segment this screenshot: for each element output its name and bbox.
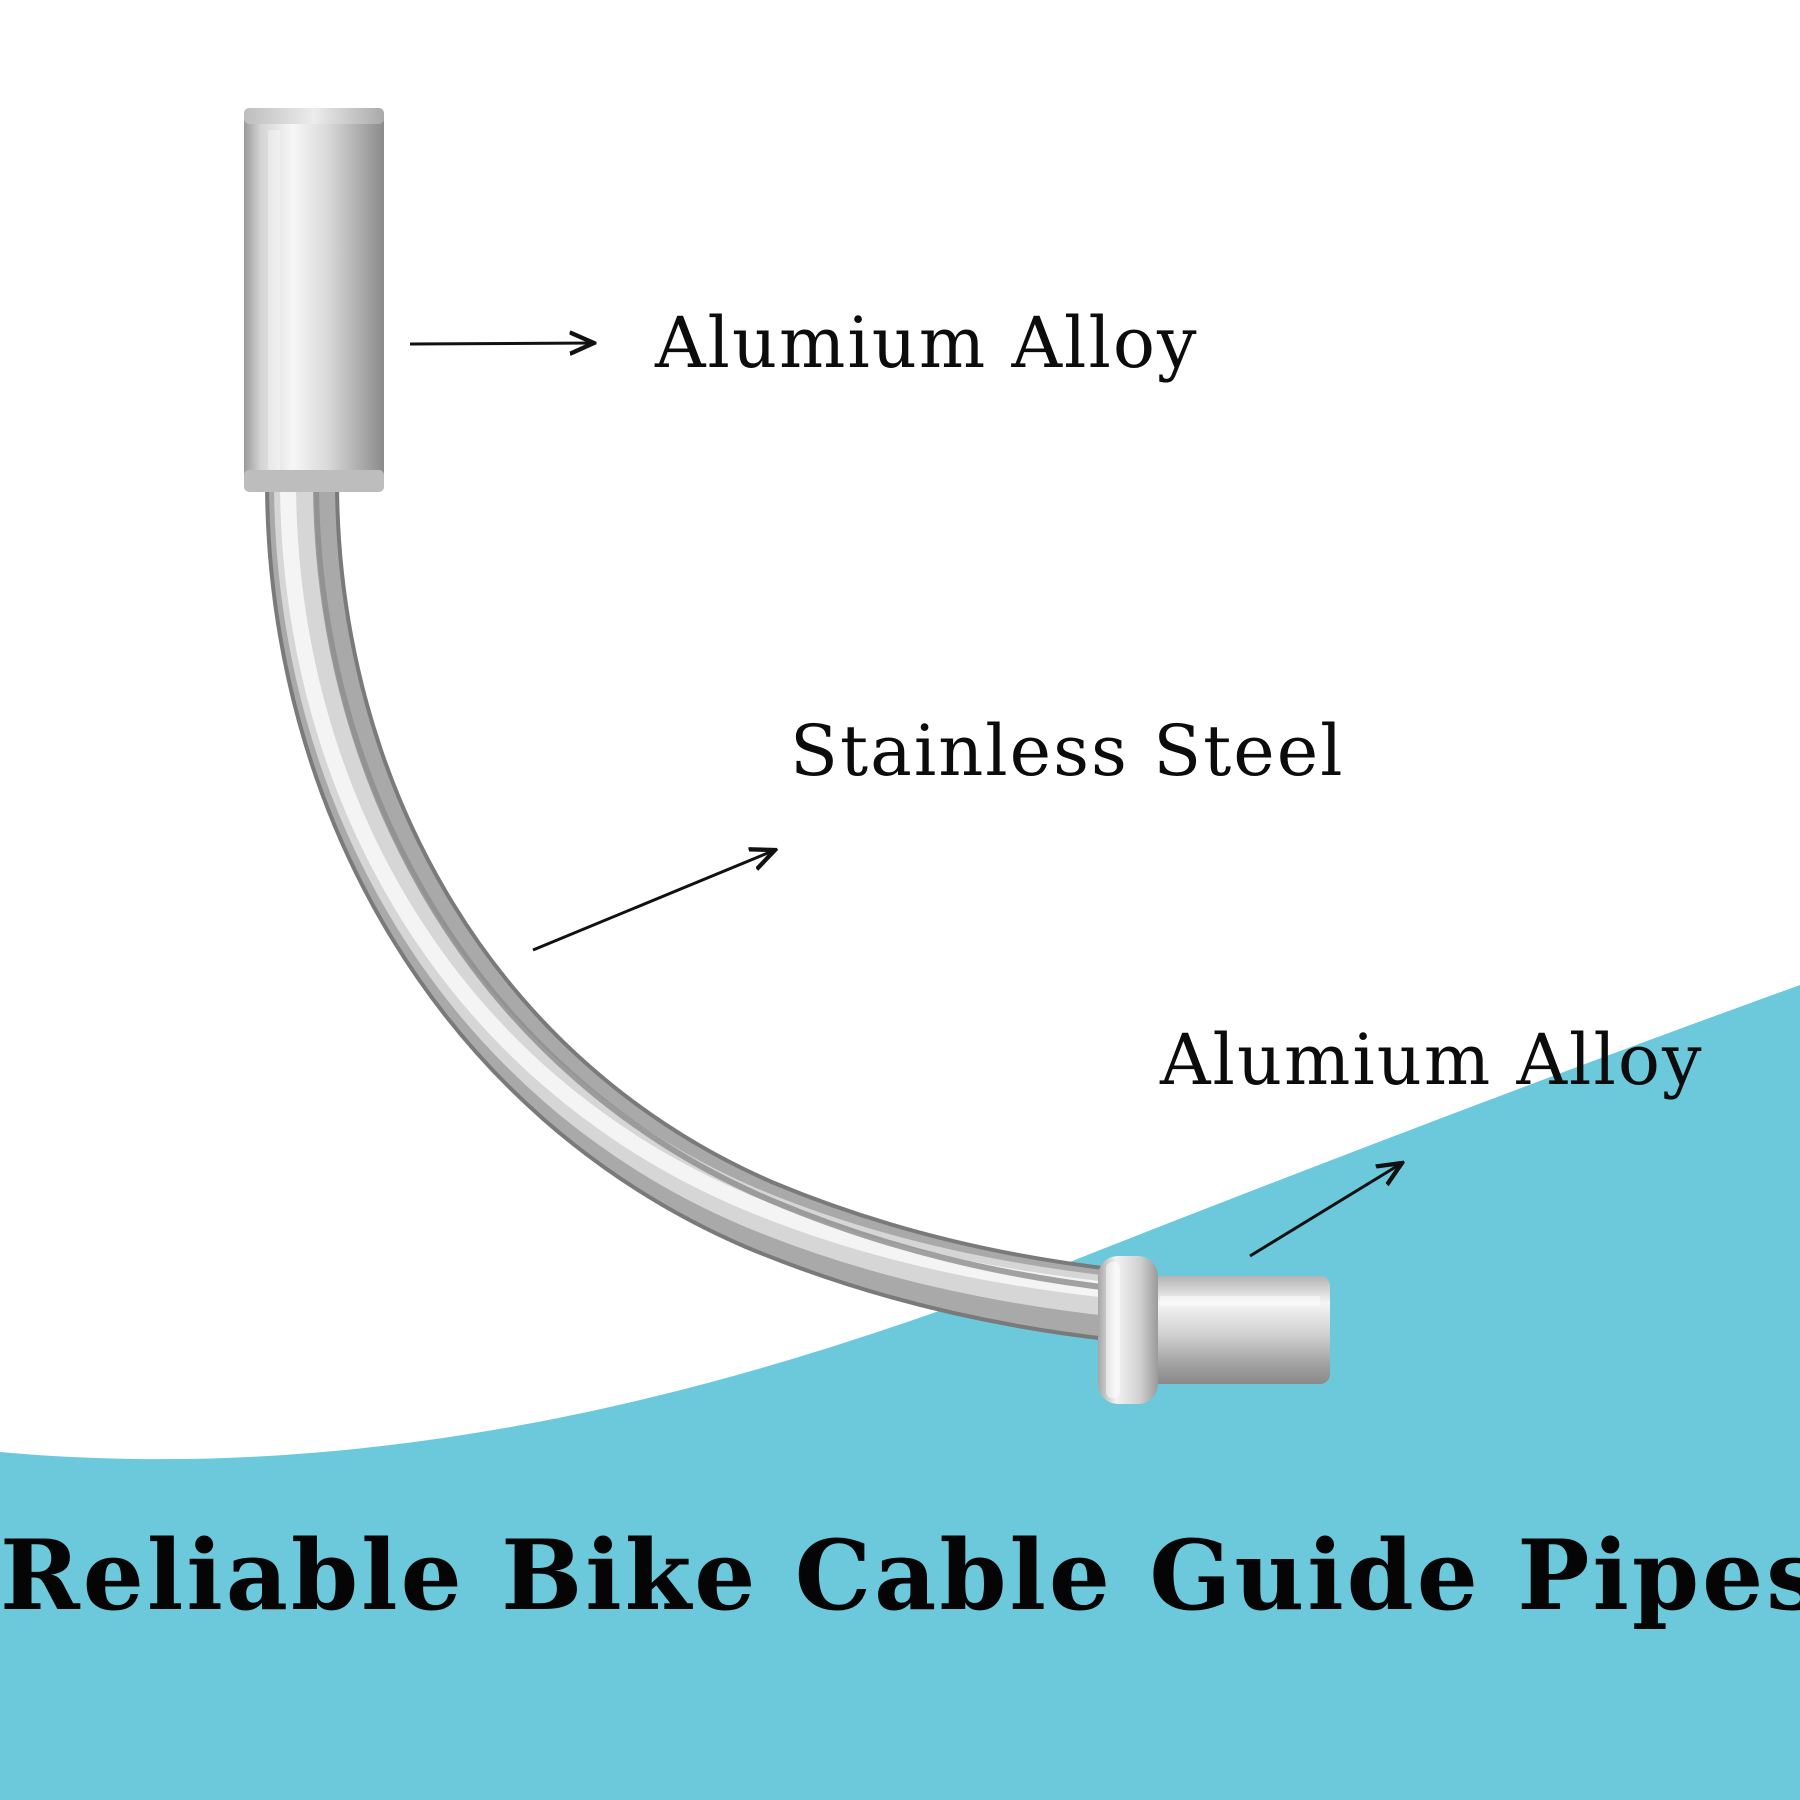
accent-wave [0,985,1800,1800]
label-top-cap-material: Alumium Alloy [655,302,1199,384]
label-tube-material: Stainless Steel [790,710,1345,792]
product-headline: Reliable Bike Cable Guide Pipes [0,1519,1800,1632]
top-cap [244,108,384,492]
arrow-bottom-nozzle [1249,1163,1402,1258]
label-nozzle-material: Alumium Alloy [1160,1019,1704,1101]
bottom-nozzle [1098,1256,1330,1404]
arrow-bent-tube [532,850,775,952]
arrow-top-cap [409,343,594,344]
bent-tube [265,479,1123,1342]
